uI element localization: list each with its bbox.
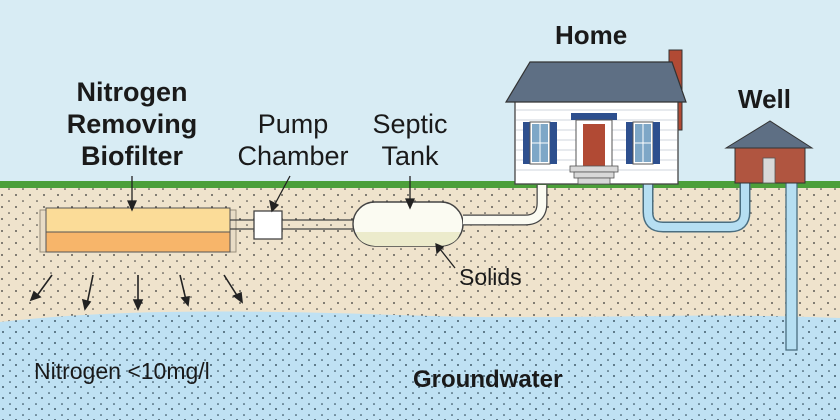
home-label: Home: [555, 20, 628, 50]
groundwater-label: Groundwater: [413, 366, 563, 393]
percolation-arrows: [29, 274, 243, 311]
biofilter-label: Nitrogen Removing Biofilter: [66, 77, 198, 171]
grass-line: [0, 181, 840, 188]
well-house: [724, 120, 814, 184]
pipe-pump-to-tank: [282, 219, 356, 230]
well-shaft: [785, 179, 798, 351]
biofilter: [39, 207, 237, 253]
sky: [0, 0, 840, 185]
septic-tank-label: Septic Tank: [372, 109, 448, 171]
label-pointers: [126, 175, 456, 269]
pump-chamber: [253, 210, 283, 240]
house: [504, 49, 687, 185]
well-label: Well: [738, 84, 791, 114]
septic-tank: [352, 201, 464, 247]
pump-chamber-label: Pump Chamber: [237, 109, 349, 171]
solids-label: Solids: [459, 264, 522, 290]
pipe-to-biofilter: [230, 219, 254, 230]
nitrogen-level-label: Nitrogen <10mg/l: [34, 358, 210, 384]
